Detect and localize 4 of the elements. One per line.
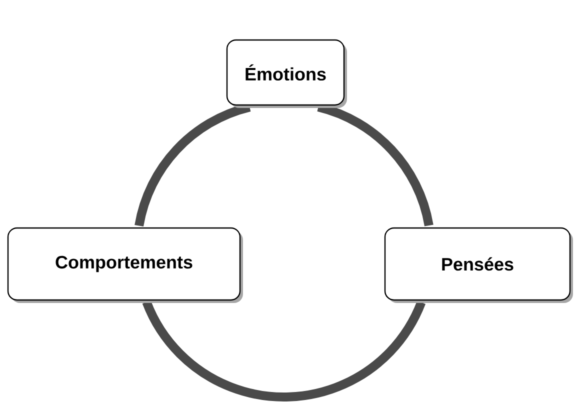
text-box: Comportements	[7, 227, 241, 301]
text-box: Pensées	[384, 227, 571, 301]
text-box: Émotions	[226, 39, 345, 106]
circle-arc	[142, 300, 426, 402]
